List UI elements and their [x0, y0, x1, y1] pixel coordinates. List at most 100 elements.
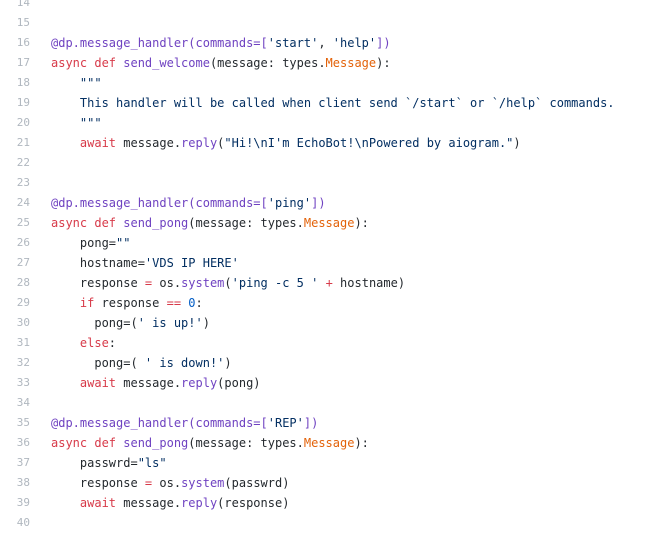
- code-token: 'REP': [267, 416, 304, 430]
- line-number: 31: [16, 336, 30, 349]
- code-token: (pong): [217, 376, 261, 390]
- code-token: =: [144, 276, 153, 290]
- line-number: 35: [16, 416, 30, 429]
- line-number: 38: [16, 476, 30, 489]
- code-line: 26 pong="": [0, 233, 652, 253]
- line-number: 18: [16, 76, 30, 89]
- code-token: "ls": [137, 456, 167, 470]
- code-token: send_welcome: [123, 56, 210, 70]
- code-token: ): [513, 136, 521, 150]
- code-text: """: [51, 73, 102, 93]
- code-token: pong=(: [51, 356, 145, 370]
- line-number: 30: [16, 316, 30, 329]
- code-token: ): [224, 356, 232, 370]
- code-token: response: [101, 296, 167, 310]
- code-token: else: [51, 336, 109, 350]
- code-token: @dp.message_handler(commands=[: [51, 36, 268, 50]
- code-token: (message: types.: [188, 216, 304, 230]
- line-number: 19: [16, 96, 30, 109]
- code-line: 18 """: [0, 73, 652, 93]
- code-line: 15: [0, 13, 652, 33]
- code-token: async def: [51, 436, 124, 450]
- line-number: 27: [16, 256, 30, 269]
- code-token: 'ping': [267, 196, 312, 210]
- code-token: await: [51, 136, 124, 150]
- code-line: 28 response = os.system('ping -c 5 ' + h…: [0, 273, 652, 293]
- line-number: 33: [16, 376, 30, 389]
- code-token: async def: [51, 56, 124, 70]
- line-number: 16: [16, 36, 30, 49]
- code-token: os.: [152, 476, 182, 490]
- code-line: 39 await message.reply(response): [0, 493, 652, 513]
- code-token: :: [195, 296, 203, 310]
- code-line: 38 response = os.system(passwrd): [0, 473, 652, 493]
- code-token: response: [51, 476, 145, 490]
- code-line: 16 @dp.message_handler(commands=['start',…: [0, 33, 652, 53]
- code-text: async def send_pong(message: types.Messa…: [51, 433, 369, 453]
- line-number: 39: [16, 496, 30, 509]
- code-line: 27 hostname='VDS IP HERE': [0, 253, 652, 273]
- code-token: system: [181, 476, 225, 490]
- code-token: ): [202, 316, 210, 330]
- line-number: 23: [16, 176, 30, 189]
- code-token: Message: [325, 56, 377, 70]
- code-line: 31 else:: [0, 333, 652, 353]
- code-token: message.: [123, 496, 182, 510]
- code-token: ' is up!': [137, 316, 203, 330]
- line-number: 14: [16, 0, 30, 9]
- line-number: 40: [16, 516, 30, 529]
- code-token: system: [181, 276, 225, 290]
- code-text: """: [51, 113, 102, 133]
- code-token: if: [51, 296, 102, 310]
- code-token: ):: [354, 436, 369, 450]
- line-number: 17: [16, 56, 30, 69]
- line-number: 21: [16, 136, 30, 149]
- code-token: ' is down!': [144, 356, 225, 370]
- code-line: 21 await message.reply("Hi!\nI'm EchoBot…: [0, 133, 652, 153]
- code-text: await message.reply(pong): [51, 373, 261, 393]
- code-token: 'help': [332, 36, 377, 50]
- code-token: (passwrd): [224, 476, 290, 490]
- code-token: reply: [181, 496, 218, 510]
- code-line: 14: [0, 0, 652, 13]
- code-text: @dp.message_handler(commands=['REP']): [51, 413, 318, 433]
- code-token: "": [116, 236, 131, 250]
- code-token: await: [51, 496, 124, 510]
- code-token: 'ping -c 5 ': [231, 276, 319, 290]
- code-line: 24 @dp.message_handler(commands=['ping']): [0, 193, 652, 213]
- line-number: 26: [16, 236, 30, 249]
- code-token: :: [108, 336, 117, 350]
- code-token: ):: [376, 56, 391, 70]
- code-token: reply: [181, 136, 218, 150]
- code-token: send_pong: [123, 216, 189, 230]
- code-token: @dp.message_handler(commands=[: [51, 196, 268, 210]
- code-line: 30 pong=(' is up!'): [0, 313, 652, 333]
- code-token: "Hi!\nI'm EchoBot!\nPowered by aiogram.": [224, 136, 514, 150]
- code-line: 19 This handler will be called when clie…: [0, 93, 652, 113]
- code-line: 22: [0, 153, 652, 173]
- line-number: 24: [16, 196, 30, 209]
- code-token: 0: [188, 296, 196, 310]
- line-number: 32: [16, 356, 30, 369]
- code-token: ==: [166, 296, 182, 310]
- code-token: pong=(: [51, 316, 138, 330]
- code-text: else:: [51, 333, 116, 353]
- code-token: (: [224, 276, 232, 290]
- code-token: (: [217, 136, 225, 150]
- code-text: if response == 0:: [51, 293, 203, 313]
- code-token: hostname=: [51, 256, 145, 270]
- code-token: pong=: [51, 236, 117, 250]
- code-text: @dp.message_handler(commands=['ping']): [51, 193, 326, 213]
- line-number: 22: [16, 156, 30, 169]
- code-token: reply: [181, 376, 218, 390]
- code-token: ,: [318, 36, 333, 50]
- code-token: 'start': [267, 36, 319, 50]
- code-text: response = os.system(passwrd): [51, 473, 290, 493]
- code-line: 37 passwrd="ls": [0, 453, 652, 473]
- code-text: await message.reply("Hi!\nI'm EchoBot!\n…: [51, 133, 521, 153]
- code-token: message.: [123, 136, 182, 150]
- code-token: """: [51, 76, 102, 90]
- code-line: 35 @dp.message_handler(commands=['REP']): [0, 413, 652, 433]
